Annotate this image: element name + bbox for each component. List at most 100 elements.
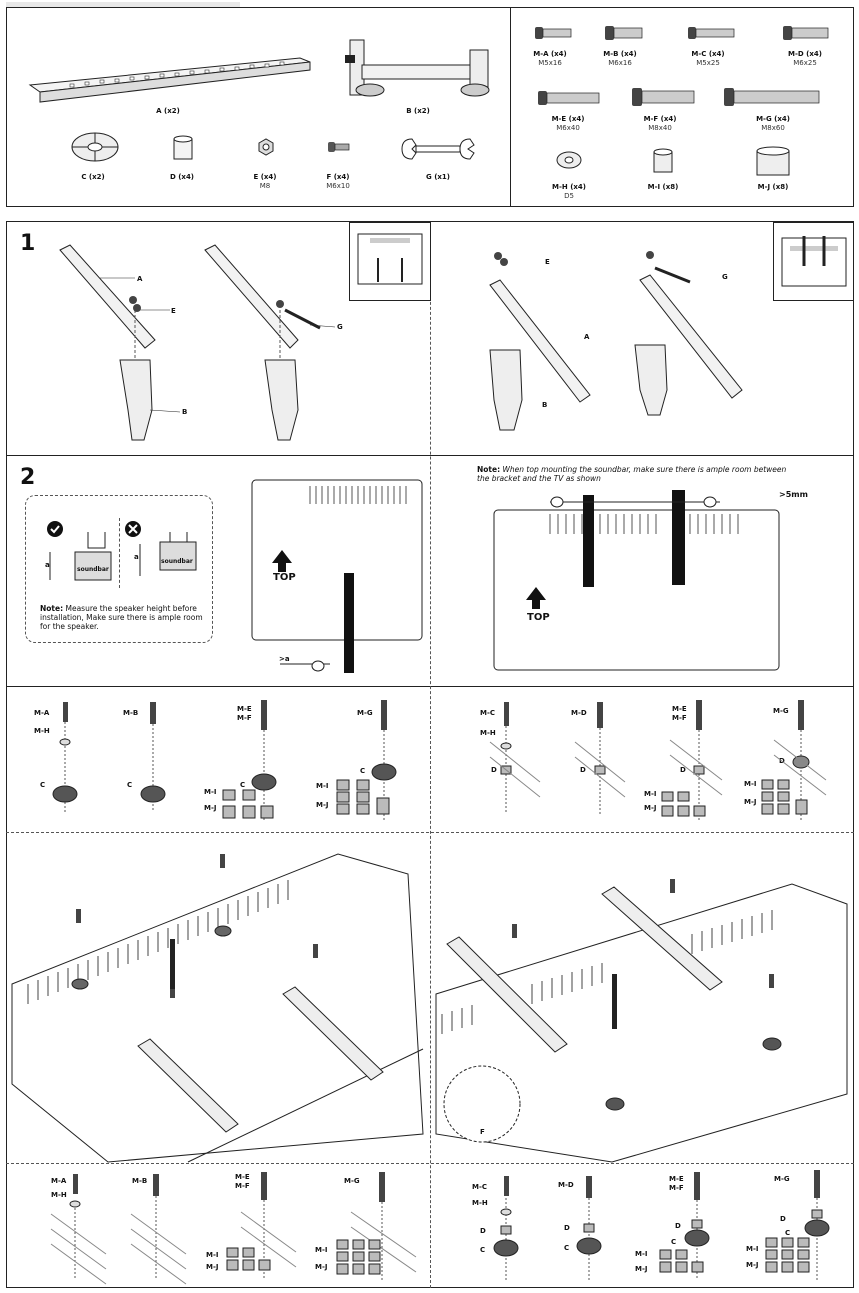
disc-label: C: [564, 1244, 570, 1252]
step2-right-top-label: TOP: [527, 612, 550, 623]
step1-label-g-right: G: [722, 273, 728, 281]
screw-m-e-label: M-E (x4): [551, 115, 585, 123]
washer-label: M-H: [472, 1199, 488, 1207]
stack-illustration: [336, 1172, 417, 1280]
part-g-label: G (x1): [426, 173, 450, 181]
stack-illustration: [576, 1176, 602, 1282]
screw-label: M-D: [558, 1181, 574, 1189]
washer-m-h-spec: D5: [564, 192, 574, 200]
tv-top-note-bold: Note:: [477, 465, 501, 474]
hardware-detail-bottom-right: M-C M-H D C M-D D C M-E M-F D C M-I M-J …: [430, 1166, 854, 1288]
screw-m-g-spec: M8x60: [761, 124, 785, 132]
step1-label-a-right: A: [584, 333, 590, 341]
screw-label-2: M-F: [237, 714, 252, 722]
part-f-screw-illustration: [328, 142, 350, 152]
part-e-spec: M8: [259, 182, 271, 190]
step1-right-assembly-illustration: [489, 251, 743, 431]
detail-label-f: F: [480, 1128, 485, 1136]
spacer-d-label: D: [564, 1224, 570, 1232]
step1-label-a-left: A: [137, 275, 143, 283]
screw-m-g-label: M-G (x4): [756, 115, 790, 123]
part-b-bracket-illustration: [345, 39, 490, 97]
step1-label-b-right: B: [542, 401, 548, 409]
soundbar-mount-right-illustration: [435, 879, 848, 1163]
step1-label-e-right: E: [545, 258, 550, 266]
disc-label: C: [480, 1246, 486, 1254]
screw-label: M-E: [235, 1173, 250, 1181]
part-c-label: C (x2): [81, 173, 105, 181]
spacer-i-label: M-I: [206, 1251, 219, 1259]
screw-label: M-G: [344, 1177, 360, 1185]
tv-top-note: Note: When top mounting the soundbar, ma…: [477, 465, 797, 483]
part-b-label: B (x2): [406, 107, 430, 115]
step3-top-dashed: [6, 832, 854, 833]
step-2-number: 2: [20, 465, 36, 490]
screw-m-a-illustration: [535, 27, 572, 39]
soundbar-mount-left-illustration: [11, 853, 424, 1163]
step2-speaker-inset: [25, 495, 213, 643]
speaker-bad-dim-a: a: [134, 553, 139, 561]
step1-label-g-left: G: [337, 323, 343, 331]
part-e-label: E (x4): [253, 173, 277, 181]
stack-illustration: [226, 1172, 297, 1280]
part-f-spec: M6x10: [326, 182, 350, 190]
screw-label-2: M-F: [672, 714, 687, 722]
screw-label: M-E: [669, 1175, 684, 1183]
stack-illustration: [659, 1172, 710, 1280]
spacer-j-label: M-J: [635, 1265, 648, 1273]
spacer-i-label: M-I: [204, 788, 217, 796]
screw-m-d-spec: M6x25: [793, 59, 817, 67]
screw-m-f-illustration: [632, 88, 695, 106]
screw-label: M-B: [132, 1177, 148, 1185]
screw-label: M-A: [34, 709, 50, 717]
screw-label: M-E: [672, 705, 687, 713]
hardware-detail-top-right: M-C M-H D M-D D M-E M-F D M-I M-J M-G D …: [430, 690, 854, 830]
spacer-m-j-label: M-J (x8): [757, 183, 789, 191]
spacer-i-label: M-I: [746, 1245, 759, 1253]
spacer-j-label: M-J: [315, 1263, 328, 1271]
screw-m-e-spec: M6x40: [556, 124, 580, 132]
spacer-i-label: M-I: [644, 790, 657, 798]
spacer-m-j-illustration: [756, 146, 790, 176]
speaker-bad-illustration: [139, 532, 197, 576]
screw-m-d-label: M-D (x4): [788, 50, 822, 58]
screw-m-a-label: M-A (x4): [533, 50, 567, 58]
disc-label: C: [240, 781, 246, 789]
stack-illustration: [493, 1176, 519, 1282]
spacer-j-label: M-J: [746, 1261, 759, 1269]
washer-label: M-H: [34, 727, 50, 735]
screw-label: M-G: [773, 707, 789, 715]
washer-m-h-illustration: [556, 151, 582, 169]
step1-left-assembly-illustration: [59, 244, 336, 441]
part-g-wrench-illustration: [401, 138, 475, 160]
correct-check-icon: [47, 521, 63, 537]
screw-label: M-B: [123, 709, 139, 717]
spacer-m-i-illustration: [653, 148, 673, 173]
speaker-ok-text: soundbar: [77, 566, 109, 573]
disc-label: C: [40, 781, 46, 789]
screw-m-f-label: M-F (x4): [643, 115, 677, 123]
stack-illustration: [140, 702, 166, 812]
step2-right-tv-illustration: [493, 490, 780, 671]
screw-label: M-A: [51, 1177, 67, 1185]
stack-illustration: [761, 700, 827, 820]
step2-left-tv-illustration: [251, 479, 423, 673]
spacer-d-label: D: [491, 766, 497, 774]
screw-label: M-E: [237, 705, 252, 713]
screw-m-c-spec: M5x25: [696, 59, 720, 67]
step1-inset-left-illustration: [357, 233, 423, 285]
spacer-j-label: M-J: [644, 804, 657, 812]
hardware-detail-bottom-left: M-A M-H M-B M-E M-F M-I M-J M-G M-I M-J: [6, 1166, 430, 1288]
stack-illustration: [222, 700, 277, 820]
spacer-d-label: D: [480, 1227, 486, 1235]
stack-illustration: [52, 702, 78, 812]
spacer-j-label: M-J: [204, 804, 217, 812]
screw-label-2: M-F: [235, 1182, 250, 1190]
disc-label: C: [671, 1238, 677, 1246]
step2-gt-a-label: >a: [279, 655, 290, 663]
screw-label: M-G: [774, 1175, 790, 1183]
speaker-ok-illustration: [49, 532, 112, 581]
screw-m-d-illustration: [783, 26, 829, 40]
spacer-j-label: M-J: [206, 1263, 219, 1271]
spacer-i-label: M-I: [635, 1250, 648, 1258]
